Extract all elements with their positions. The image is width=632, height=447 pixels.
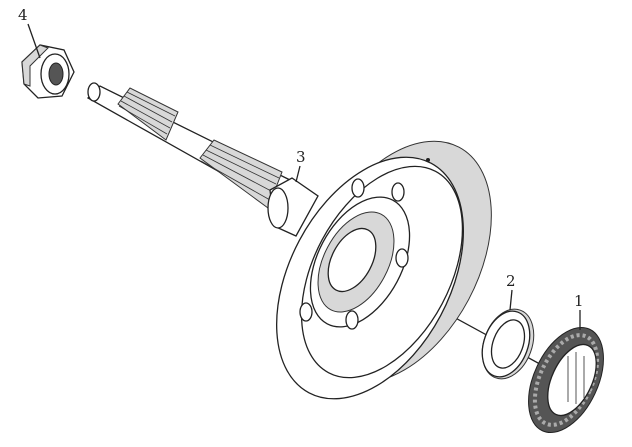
callout-2: 2: [506, 272, 516, 290]
callout-2-leader: [509, 289, 513, 311]
callout-4-leader: [27, 23, 41, 59]
callout-1: 1: [574, 292, 584, 310]
callout-4: 4: [18, 6, 28, 24]
drum-part: [275, 140, 492, 400]
washer-part: [481, 308, 535, 380]
callout-3-leader: [295, 165, 301, 183]
bearing-part: [528, 326, 604, 434]
drum-bolt-holes: [299, 178, 409, 330]
shaft-part: [86, 82, 319, 237]
callout-3: 3: [296, 148, 306, 166]
nut-part: [21, 44, 75, 99]
